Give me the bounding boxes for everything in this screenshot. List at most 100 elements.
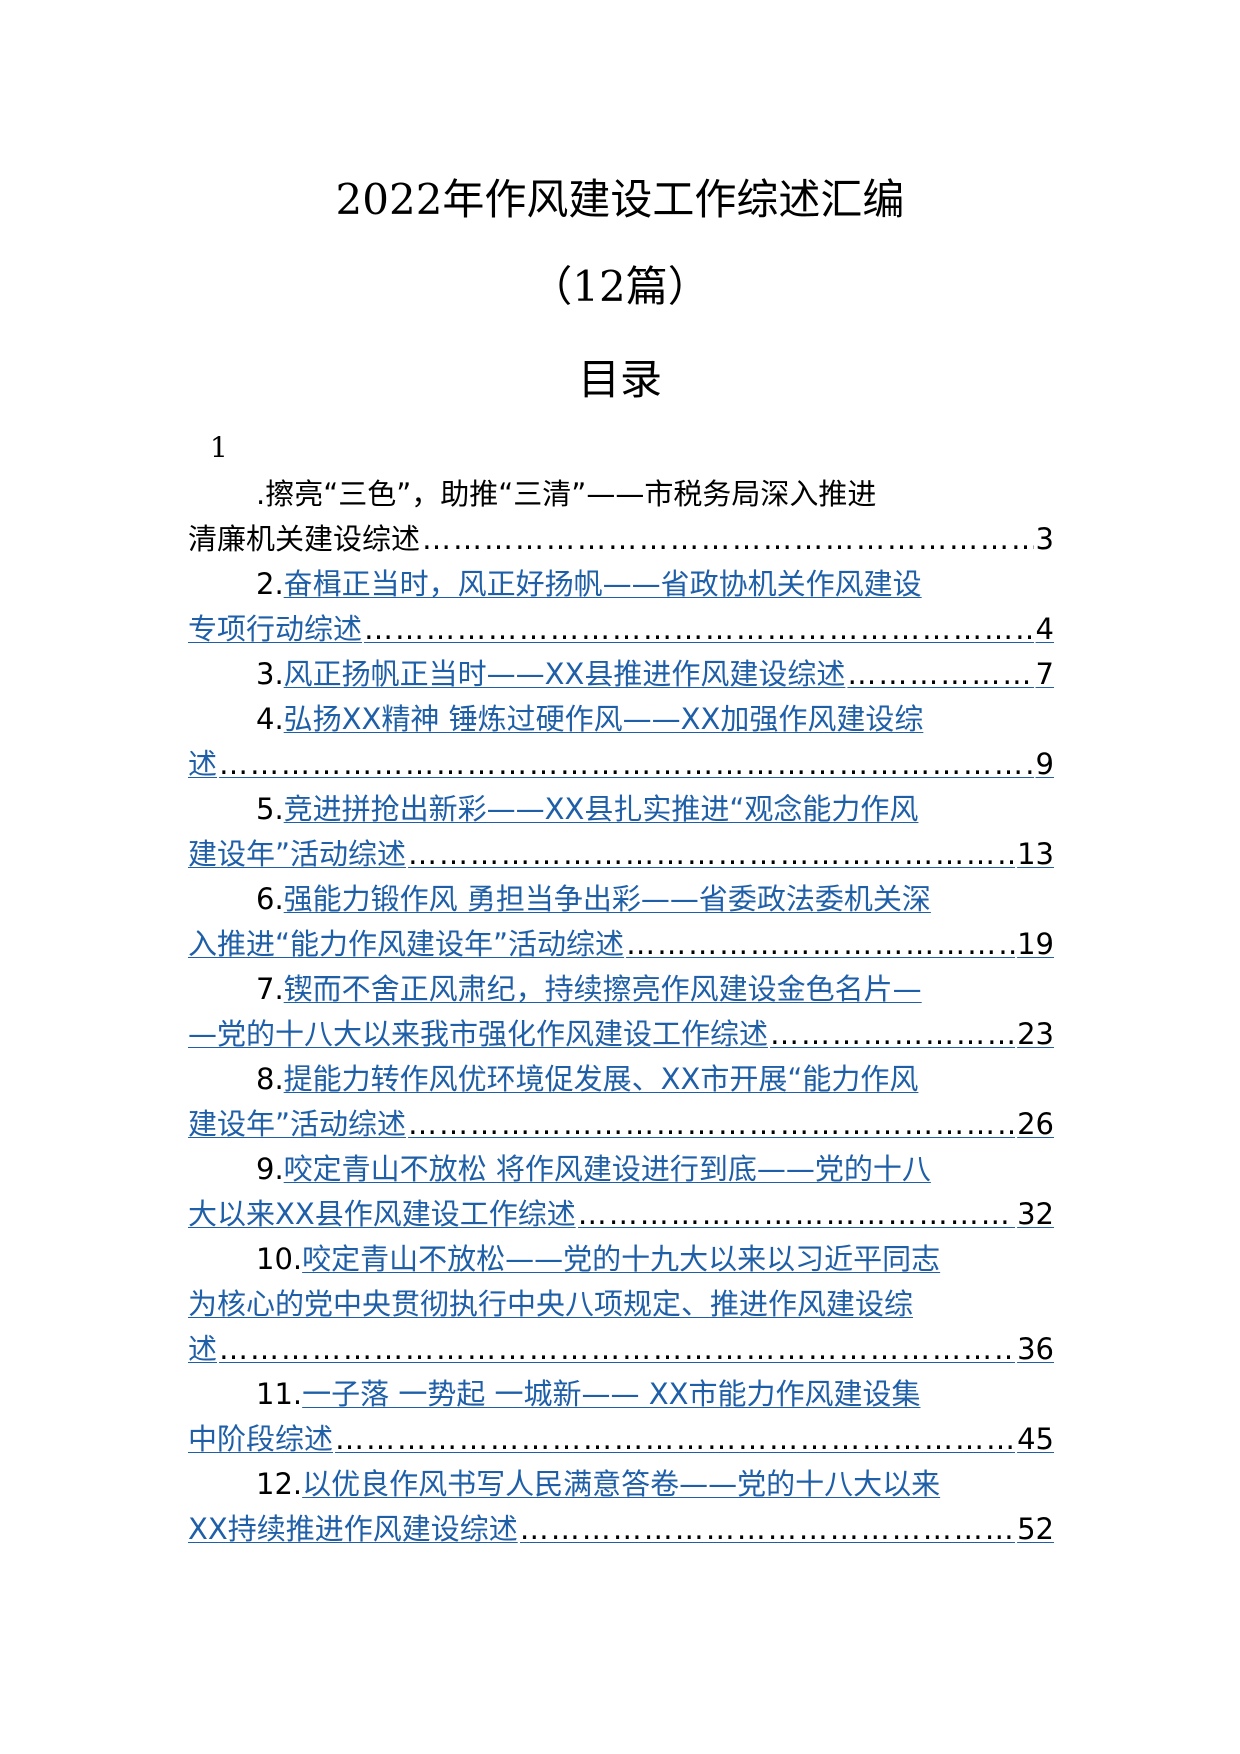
toc-leader-dots: …………………………………………………………………………………………………………… — [626, 927, 1015, 961]
toc-leader-dots: …………………………………………………………………………………………………………… — [519, 1512, 1016, 1546]
toc-entry-title: .擦亮“三色”，助推“三清”——市税务局深入推进 — [256, 477, 877, 511]
toc-entry-number: 11. — [256, 1377, 303, 1411]
toc-entry-line-last: 3.风正扬帆正当时——XX县推进作风建设综述 ……………………………………………… — [188, 652, 1054, 697]
toc-entry-link[interactable]: 一子落 一势起 一城新—— XX市能力作风建设集 — [302, 1377, 921, 1411]
toc-page-number: 52 — [1017, 1512, 1054, 1546]
toc-entry-link[interactable]: 述 — [188, 747, 218, 781]
toc-entry-6[interactable]: 6.强能力锻作风 勇担当争出彩——省委政法委机关深 入推进“能力作风建设年”活动… — [188, 877, 1054, 967]
toc-entry-10[interactable]: 10.咬定青山不放松——党的十九大以来以习近平同志 为核心的党中央贯彻执行中央八… — [188, 1237, 1054, 1372]
toc-entry-link[interactable]: 奋楫正当时，风正好扬帆——省政协机关作风建设 — [283, 567, 922, 601]
toc-entry-line: 8.提能力转作风优环境促发展、XX市开展“能力作风 — [188, 1057, 1054, 1102]
toc-entry-line: 6.强能力锻作风 勇担当争出彩——省委政法委机关深 — [188, 877, 1054, 922]
toc-entry-line-last: 述 ……………………………………………………………………………………………………… — [188, 1327, 1054, 1372]
toc-entry-line: 4.弘扬XX精神 锤炼过硬作风——XX加强作风建设综 — [188, 697, 1054, 742]
toc-entry-number: 12. — [256, 1467, 303, 1501]
toc-entry-link[interactable]: 述 — [188, 1332, 218, 1366]
toc-page-number: 7 — [1035, 657, 1054, 691]
toc-entry-3[interactable]: 3.风正扬帆正当时——XX县推进作风建设综述 ……………………………………………… — [188, 652, 1054, 697]
toc-leader-dots: …………………………………………………………………………………………………………… — [422, 522, 1034, 556]
toc-entry-link[interactable]: 建设年”活动综述 — [188, 1107, 407, 1141]
toc-entry-line: 2.奋楫正当时，风正好扬帆——省政协机关作风建设 — [188, 562, 1054, 607]
toc-leader-dots: …………………………………………………………………………………………………………… — [847, 657, 1034, 691]
toc-page-number: 32 — [1017, 1197, 1054, 1231]
toc-entry-link[interactable]: 竞进拼抢出新彩——XX县扎实推进“观念能力作风 — [283, 792, 919, 826]
toc-entry-link[interactable]: 弘扬XX精神 锤炼过硬作风——XX加强作风建设综 — [283, 702, 924, 736]
document-title: 2022年作风建设工作综述汇编 — [335, 175, 905, 224]
toc-entry-line-last: XX持续推进作风建设综述 ………………………………………………………………………… — [188, 1507, 1054, 1552]
toc-page-number: 4 — [1035, 612, 1054, 646]
toc-entry-line-last: 述 ……………………………………………………………………………………………………… — [188, 742, 1054, 787]
toc-heading: 目录 — [577, 355, 662, 404]
toc-entry-line-last: —党的十八大以来我市强化作风建设工作综述 …………………………………………………… — [188, 1012, 1054, 1057]
toc-entry-link[interactable]: 咬定青山不放松——党的十九大以来以习近平同志 — [302, 1242, 941, 1276]
toc-entry-number: 5. — [256, 792, 284, 826]
toc-entry-number: 3. — [256, 657, 284, 691]
toc-entry-link[interactable]: 入推进“能力作风建设年”活动综述 — [188, 927, 625, 961]
toc-entry-link[interactable]: 强能力锻作风 勇担当争出彩——省委政法委机关深 — [283, 882, 931, 916]
toc-entry-number: 2. — [256, 567, 284, 601]
toc-entry-line-last: 建设年”活动综述 …………………………………………………………………………………… — [188, 1102, 1054, 1147]
toc-entry-2[interactable]: 2.奋楫正当时，风正好扬帆——省政协机关作风建设 专项行动综述 ……………………… — [188, 562, 1054, 652]
toc-page-number: 26 — [1017, 1107, 1054, 1141]
toc-entry-line: 9.咬定青山不放松 将作风建设进行到底——党的十八 — [188, 1147, 1054, 1192]
toc-entry-link[interactable]: 专项行动综述 — [188, 612, 363, 646]
toc-entry-link[interactable]: 为核心的党中央贯彻执行中央八项规定、推进作风建设综 — [188, 1287, 914, 1321]
toc-entry-line-last: 专项行动综述 ………………………………………………………………………………………… — [188, 607, 1054, 652]
toc-leader-dots: …………………………………………………………………………………………………………… — [408, 837, 1015, 871]
toc-entry-link[interactable]: 大以来XX县作风建设工作综述 — [188, 1197, 576, 1231]
toc-entry-line: .擦亮“三色”，助推“三清”——市税务局深入推进 — [188, 472, 1054, 517]
toc-entry-line: 10.咬定青山不放松——党的十九大以来以习近平同志 — [188, 1237, 1054, 1282]
toc-leader-dots: …………………………………………………………………………………………………………… — [770, 1017, 1016, 1051]
toc-entry-number: 4. — [256, 702, 284, 736]
toc-page-number: 19 — [1017, 927, 1054, 961]
table-of-contents: .擦亮“三色”，助推“三清”——市税务局深入推进 清廉机关建设综述 ………………… — [188, 472, 1054, 1552]
toc-entry-number: 6. — [256, 882, 284, 916]
toc-entry-11[interactable]: 11.一子落 一势起 一城新—— XX市能力作风建设集 中阶段综述 ………………… — [188, 1372, 1054, 1462]
toc-entry-line-last: 中阶段综述 …………………………………………………………………………………………… — [188, 1417, 1054, 1462]
toc-entry-8[interactable]: 8.提能力转作风优环境促发展、XX市开展“能力作风 建设年”活动综述 ……………… — [188, 1057, 1054, 1147]
toc-entry-link[interactable]: 锲而不舍正风肃纪，持续擦亮作风建设金色名片— — [283, 972, 922, 1006]
toc-entry-line-last: 入推进“能力作风建设年”活动综述 ……………………………………………………………… — [188, 922, 1054, 967]
toc-page-number: 13 — [1017, 837, 1054, 871]
toc-entry-number: 7. — [256, 972, 284, 1006]
toc-entry-line: 11.一子落 一势起 一城新—— XX市能力作风建设集 — [188, 1372, 1054, 1417]
toc-leader-dots: …………………………………………………………………………………………………………… — [364, 612, 1034, 646]
toc-entry-number: 9. — [256, 1152, 284, 1186]
toc-leader-dots: …………………………………………………………………………………………………………… — [219, 1332, 1015, 1366]
toc-entry-link[interactable]: 建设年”活动综述 — [188, 837, 407, 871]
toc-entry-5[interactable]: 5.竞进拼抢出新彩——XX县扎实推进“观念能力作风 建设年”活动综述 ……………… — [188, 787, 1054, 877]
toc-entry-line-last: 建设年”活动综述 …………………………………………………………………………………… — [188, 832, 1054, 877]
toc-entry-7[interactable]: 7.锲而不舍正风肃纪，持续擦亮作风建设金色名片— —党的十八大以来我市强化作风建… — [188, 967, 1054, 1057]
toc-page-number: 3 — [1035, 522, 1054, 556]
toc-entry-link[interactable]: 中阶段综述 — [188, 1422, 334, 1456]
toc-leader-dots: …………………………………………………………………………………………………………… — [335, 1422, 1016, 1456]
toc-entry-link[interactable]: 咬定青山不放松 将作风建设进行到底——党的十八 — [283, 1152, 931, 1186]
toc-leader-dots: …………………………………………………………………………………………………………… — [219, 747, 1034, 781]
toc-entry-title: 清廉机关建设综述 — [188, 522, 421, 556]
document-subtitle: （12篇） — [530, 262, 710, 311]
toc-entry-9[interactable]: 9.咬定青山不放松 将作风建设进行到底——党的十八 大以来XX县作风建设工作综述… — [188, 1147, 1054, 1237]
toc-entry-line-last: 大以来XX县作风建设工作综述 …………………………………………………………………… — [188, 1192, 1054, 1237]
toc-page-number: 23 — [1017, 1017, 1054, 1051]
toc-page-number: 45 — [1017, 1422, 1054, 1456]
toc-entry-line: 7.锲而不舍正风肃纪，持续擦亮作风建设金色名片— — [188, 967, 1054, 1012]
toc-entry-line: 12.以优良作风书写人民满意答卷——党的十八大以来 — [188, 1462, 1054, 1507]
toc-entry-link[interactable]: —党的十八大以来我市强化作风建设工作综述 — [188, 1017, 769, 1051]
toc-entry-link[interactable]: XX持续推进作风建设综述 — [188, 1512, 518, 1546]
toc-page-number: 36 — [1017, 1332, 1054, 1366]
toc-page-number: 9 — [1035, 747, 1054, 781]
toc-entry-4[interactable]: 4.弘扬XX精神 锤炼过硬作风——XX加强作风建设综 述 ……………………………… — [188, 697, 1054, 787]
toc-entry-1[interactable]: .擦亮“三色”，助推“三清”——市税务局深入推进 清廉机关建设综述 ………………… — [188, 472, 1054, 562]
toc-entry-12[interactable]: 12.以优良作风书写人民满意答卷——党的十八大以来 XX持续推进作风建设综述 …… — [188, 1462, 1054, 1552]
toc-entry-number: 8. — [256, 1062, 284, 1096]
toc-entry-number: 10. — [256, 1242, 303, 1276]
toc-entry-line: 为核心的党中央贯彻执行中央八项规定、推进作风建设综 — [188, 1282, 1054, 1327]
toc-entry-link[interactable]: 风正扬帆正当时——XX县推进作风建设综述 — [283, 657, 846, 691]
toc-entry-line: 5.竞进拼抢出新彩——XX县扎实推进“观念能力作风 — [188, 787, 1054, 832]
toc-entry-link[interactable]: 以优良作风书写人民满意答卷——党的十八大以来 — [302, 1467, 941, 1501]
stray-number: 1 — [210, 431, 228, 464]
toc-entry-line-last: 清廉机关建设综述 …………………………………………………………………………………… — [188, 517, 1054, 562]
toc-leader-dots: …………………………………………………………………………………………………………… — [408, 1107, 1015, 1141]
toc-entry-link[interactable]: 提能力转作风优环境促发展、XX市开展“能力作风 — [283, 1062, 919, 1096]
